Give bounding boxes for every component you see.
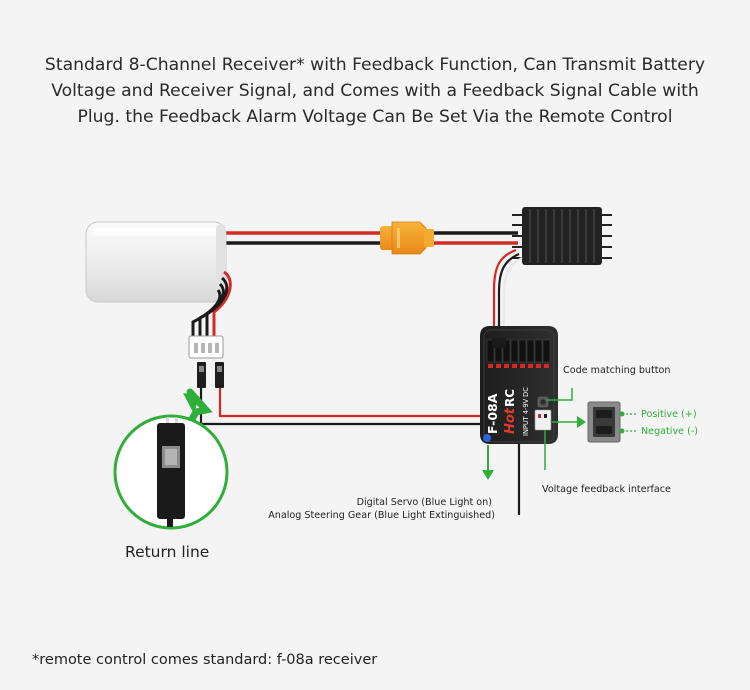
xt-connector: [380, 221, 434, 255]
blue-led: [483, 434, 491, 442]
positive-label: Positive (+): [641, 409, 697, 420]
receiver-brand-rc: RC: [503, 389, 517, 407]
esc-signal-lead: [492, 248, 523, 345]
title-line-1: Standard 8-Channel Receiver* with Feedba…: [44, 55, 706, 75]
code-matching-button-label: Code matching button: [563, 365, 670, 376]
voltage-feedback-interface-label: Voltage feedback interface: [542, 484, 671, 495]
arrow-up-icon: [183, 393, 199, 414]
battery-pack: [85, 221, 227, 303]
balance-lead: [191, 270, 232, 338]
page-title: Standard 8-Channel Receiver* with Feedba…: [20, 52, 730, 130]
return-line-magnifier: [113, 388, 229, 530]
arrow-down-icon: [482, 470, 494, 480]
feedback-plug-detail: [587, 401, 636, 443]
analog-steering-label: Analog Steering Gear (Blue Light Extingu…: [268, 510, 495, 521]
power-wires: [220, 231, 518, 245]
footnote: *remote control comes standard: f-08a re…: [32, 652, 378, 668]
receiver-unit: F-08A Hot RC INPUT 4-9V DC: [480, 326, 558, 515]
negative-label: Negative (-): [641, 426, 698, 437]
title-line-2: Voltage and Receiver Signal, and Comes w…: [51, 81, 699, 101]
title-line-3: Plug. the Feedback Alarm Voltage Can Be …: [77, 107, 673, 127]
arrow-right-icon: [577, 416, 586, 428]
receiver-model-label: F-08A: [485, 393, 500, 434]
digital-servo-label: Digital Servo (Blue Light on): [357, 497, 492, 508]
esc-unit: [512, 207, 612, 265]
receiver-input-label: INPUT 4-9V DC: [522, 387, 530, 436]
return-line-label: Return line: [125, 543, 209, 561]
receiver-brand-hot: Hot: [503, 407, 518, 434]
feedback-port: [534, 409, 552, 431]
balance-plug: [188, 335, 224, 359]
callouts: [482, 388, 586, 480]
